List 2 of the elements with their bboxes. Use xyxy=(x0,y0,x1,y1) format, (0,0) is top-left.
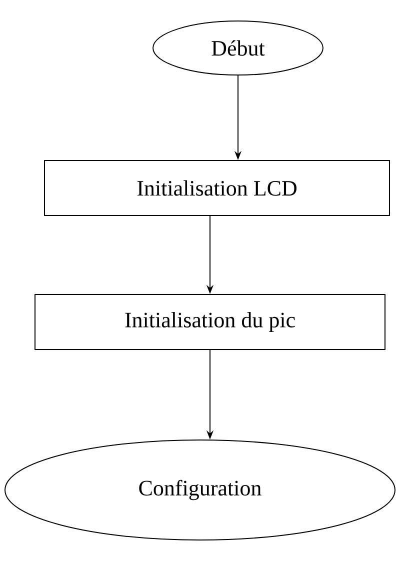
process-box: Initialisation LCD xyxy=(44,160,390,216)
process-box: Initialisation du pic xyxy=(34,294,386,350)
